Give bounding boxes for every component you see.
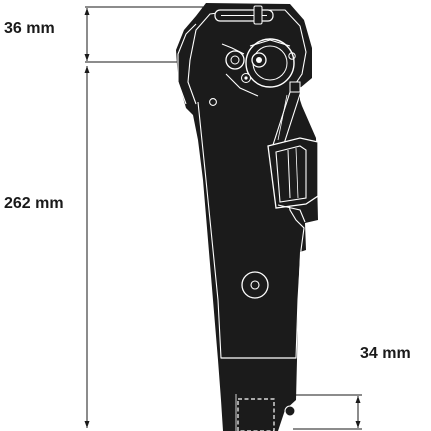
front-cap-outline — [177, 23, 197, 105]
shank-outline — [197, 101, 305, 359]
knee-axis-rotor — [245, 38, 296, 88]
upper-housing-outline — [189, 9, 307, 87]
pylon-adapter — [221, 357, 296, 431]
dim-label-shank-length: 262 mm — [4, 195, 64, 212]
hydraulic-cylinder — [267, 137, 319, 223]
body-screw — [209, 98, 217, 106]
clamp-screw — [253, 5, 263, 25]
dim-label-pylon-height: 34 mm — [360, 345, 411, 362]
dimension-pylon-height: 34 mm — [293, 345, 411, 430]
center-port — [241, 271, 269, 299]
dim-label-top-height: 36 mm — [4, 20, 55, 37]
dimension-shank-length: 262 mm — [4, 66, 90, 428]
linkage-axis — [221, 43, 259, 97]
knee-body-silhouette — [176, 3, 318, 431]
knee-device — [176, 3, 319, 431]
